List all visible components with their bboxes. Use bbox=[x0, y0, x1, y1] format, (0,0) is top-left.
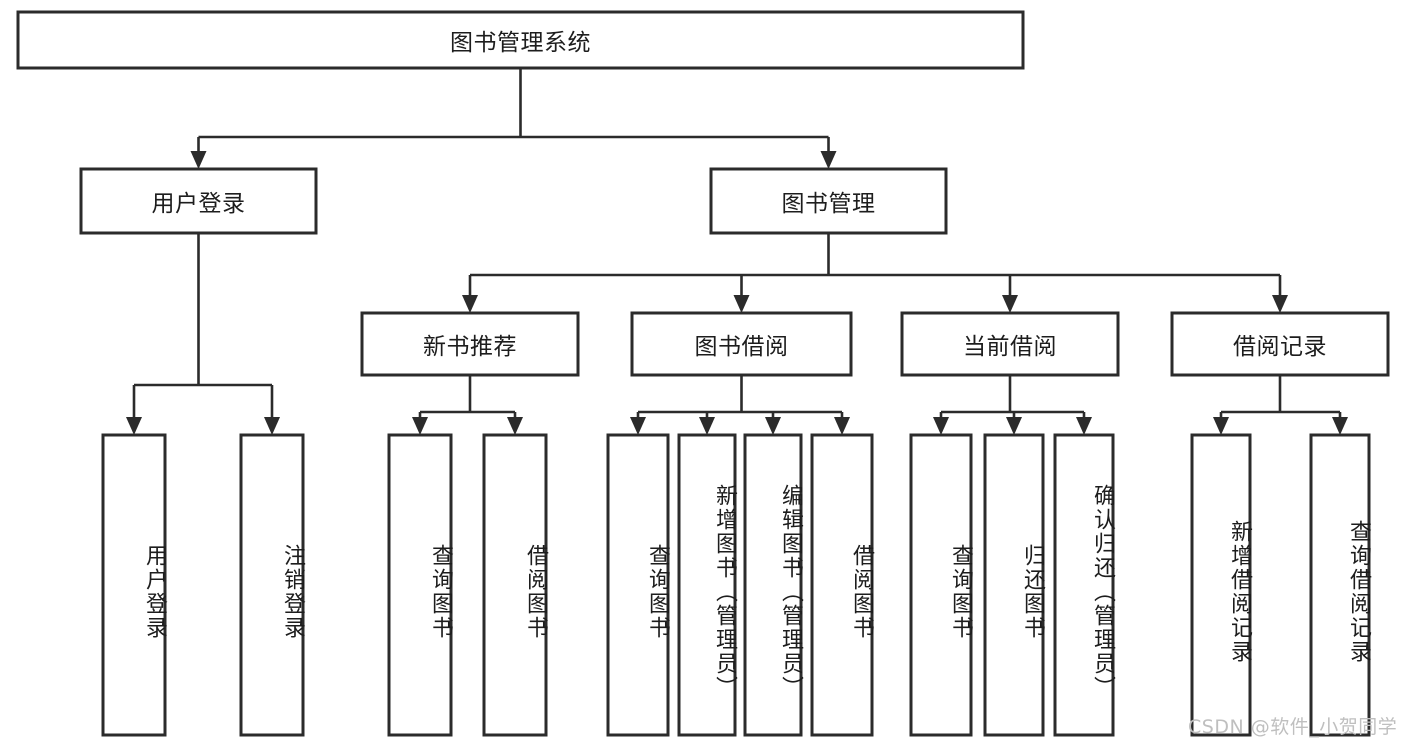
root-to-level2-1-head bbox=[820, 151, 837, 169]
leaf-arrow-4-0-head bbox=[1213, 417, 1229, 435]
leaf-box-8 bbox=[909, 433, 973, 737]
leaf-arrow-3-2-head bbox=[1076, 417, 1092, 435]
mgmt-to-level3-2-head bbox=[1002, 295, 1018, 313]
root-to-level2-0-head bbox=[190, 151, 207, 169]
leaf-arrow-1-0-head bbox=[412, 417, 428, 435]
level2-box-0 bbox=[79, 167, 318, 235]
leaf-arrow-0-0-head bbox=[126, 417, 142, 435]
leaf-arrow-4-1-head bbox=[1332, 417, 1348, 435]
level3-box-1 bbox=[630, 311, 853, 377]
leaf-box-0 bbox=[101, 433, 167, 737]
leaf-box-1 bbox=[239, 433, 305, 737]
mgmt-to-level3-1-head bbox=[733, 295, 750, 313]
leaf-box-11 bbox=[1190, 433, 1252, 737]
leaf-box-7 bbox=[810, 433, 874, 737]
leaf-box-10 bbox=[1053, 433, 1115, 737]
leaf-box-5 bbox=[677, 433, 737, 737]
leaf-arrow-0-1-head bbox=[264, 417, 280, 435]
leaf-box-12 bbox=[1309, 433, 1371, 737]
leaf-arrow-3-1-head bbox=[1006, 417, 1022, 435]
leaf-box-4 bbox=[606, 433, 670, 737]
level2-box-1 bbox=[709, 167, 948, 235]
leaf-arrow-1-1-head bbox=[507, 417, 523, 435]
level3-box-0 bbox=[360, 311, 580, 377]
leaf-arrow-3-0-head bbox=[933, 417, 949, 435]
level3-box-2 bbox=[900, 311, 1120, 377]
root-box-0 bbox=[16, 10, 1025, 70]
leaf-arrow-2-1-head bbox=[699, 417, 715, 435]
leaf-box-3 bbox=[482, 433, 548, 737]
leaf-box-6 bbox=[743, 433, 803, 737]
level3-box-3 bbox=[1170, 311, 1390, 377]
leaf-box-9 bbox=[983, 433, 1045, 737]
node-boxes bbox=[16, 10, 1390, 737]
leaf-arrow-2-2-head bbox=[765, 417, 781, 435]
mgmt-to-level3-3-head bbox=[1272, 295, 1288, 313]
connector-lines bbox=[126, 68, 1348, 435]
leaf-arrow-2-3-head bbox=[834, 417, 850, 435]
leaf-arrow-2-0-head bbox=[630, 417, 646, 435]
leaf-box-2 bbox=[387, 433, 453, 737]
csdn-watermark: CSDN @软件_小贺同学 bbox=[1188, 716, 1398, 738]
mgmt-to-level3-0-head bbox=[462, 295, 478, 313]
